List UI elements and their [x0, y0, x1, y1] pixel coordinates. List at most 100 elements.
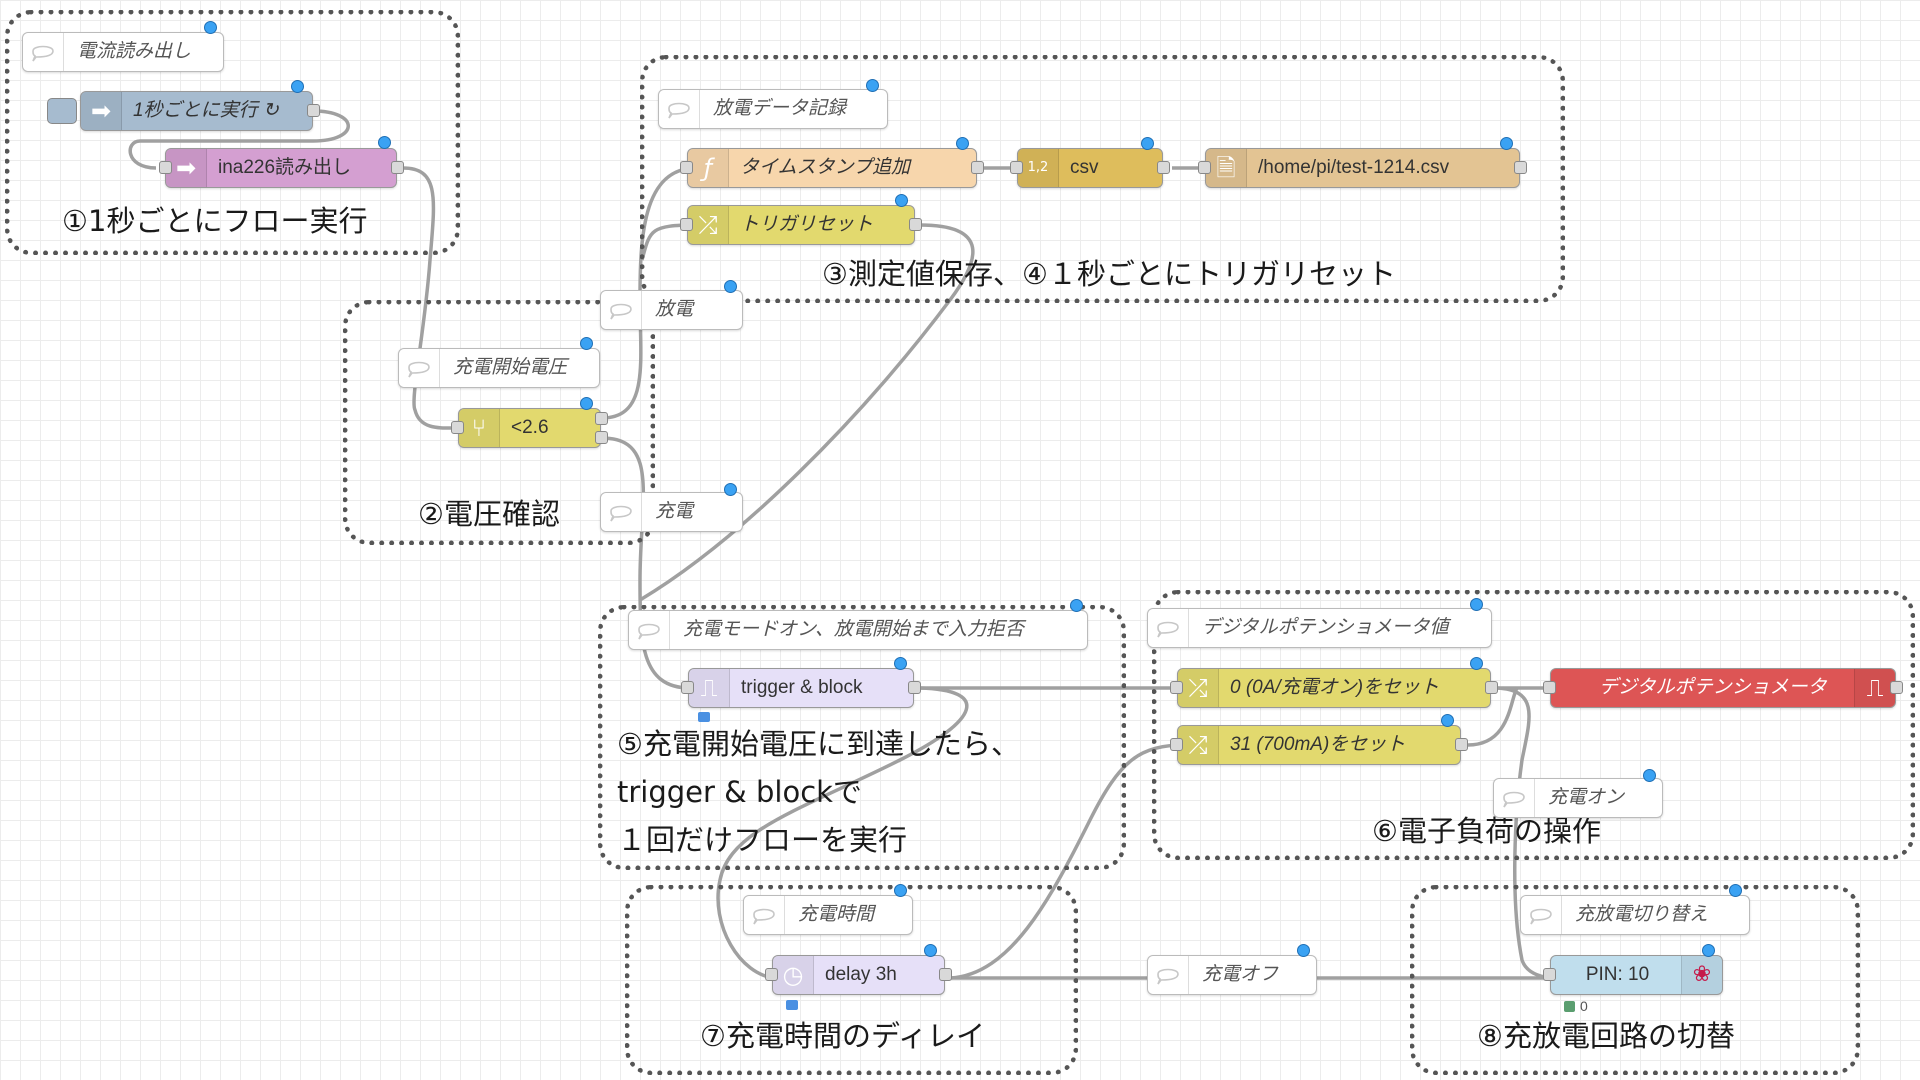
changed-dot — [866, 79, 879, 92]
input-port[interactable] — [159, 161, 172, 174]
changed-dot — [1441, 714, 1454, 727]
comment-node-switchover[interactable]: 充放電切り替え — [1520, 895, 1750, 935]
node-label: デジタルポテンショメータ値 — [1202, 617, 1449, 638]
csv-node[interactable]: 1,2 csv — [1017, 148, 1163, 188]
comment-node-charge-start-voltage[interactable]: 充電開始電圧 — [398, 348, 600, 388]
arrow-right-icon: ➡ — [166, 149, 207, 187]
comment-node-charge[interactable]: 充電 — [600, 492, 743, 532]
status-indicator — [786, 1000, 798, 1010]
node-label: 1秒ごとに実行 ↻ — [133, 100, 279, 121]
node-label: 0 (0A/充電オン)をセット — [1230, 677, 1440, 698]
group-circuit-switch — [1410, 885, 1860, 1075]
digital-potentiometer-node[interactable]: デジタルポテンショメータ ⎍ — [1550, 668, 1896, 708]
change-node-set-31[interactable]: ⤮ 31 (700mA)をセット — [1177, 725, 1461, 765]
input-port[interactable] — [681, 681, 694, 694]
function-node-timestamp[interactable]: ƒ タイムスタンプ追加 — [687, 148, 977, 188]
switch-node[interactable]: ⑂ <2.6 — [458, 408, 601, 448]
comment-node-charge-time[interactable]: 充電時間 — [743, 895, 913, 935]
input-port[interactable] — [1010, 161, 1023, 174]
output-port[interactable] — [971, 161, 984, 174]
output-port[interactable] — [391, 161, 404, 174]
output-port[interactable] — [1514, 161, 1527, 174]
comment-icon — [1521, 896, 1562, 934]
node-label: 電流読み出し — [77, 41, 192, 62]
output-port[interactable] — [1157, 161, 1170, 174]
shuffle-icon: ⤮ — [688, 206, 729, 244]
output-port[interactable] — [908, 681, 921, 694]
group-label-line-3: １回だけフローを実行 — [617, 823, 908, 857]
pulse-icon: ⎍ — [1854, 669, 1895, 707]
node-label: /home/pi/test-1214.csv — [1258, 157, 1450, 178]
input-port[interactable] — [451, 421, 464, 434]
input-port[interactable] — [1543, 968, 1556, 981]
changed-dot — [204, 21, 217, 34]
gpio-pin-node[interactable]: PIN: 10 ❀ — [1550, 955, 1723, 995]
inject-button[interactable] — [47, 98, 77, 124]
input-port[interactable] — [1543, 681, 1556, 694]
changed-dot — [724, 483, 737, 496]
group-label-line-2: trigger & blockで — [617, 775, 862, 809]
comment-node-charge-off[interactable]: 充電オフ — [1147, 955, 1317, 995]
input-port[interactable] — [1198, 161, 1211, 174]
delay-node[interactable]: ◷ delay 3h — [772, 955, 945, 995]
input-port[interactable] — [765, 968, 778, 981]
comment-node-dpot-value[interactable]: デジタルポテンショメータ値 — [1147, 608, 1492, 648]
comment-icon — [744, 896, 785, 934]
shuffle-icon: ⤮ — [1178, 669, 1219, 707]
group-voltage-check — [343, 300, 655, 545]
comment-node-charge-on[interactable]: 充電オン — [1493, 778, 1663, 818]
output-port-1[interactable] — [595, 412, 608, 425]
node-label: 充電開始電圧 — [453, 357, 568, 378]
output-port[interactable] — [909, 218, 922, 231]
shuffle-icon: ⤮ — [1178, 726, 1219, 764]
comment-node-current-read[interactable]: 電流読み出し — [22, 32, 224, 72]
node-label: トリガリセット — [740, 214, 874, 235]
node-label: 充電オン — [1548, 787, 1625, 808]
comment-node-discharge-log[interactable]: 放電データ記録 — [658, 89, 888, 129]
comment-icon — [23, 33, 64, 71]
change-node-trigger-reset[interactable]: ⤮ トリガリセット — [687, 205, 915, 245]
timer-icon: ◷ — [773, 956, 814, 994]
changed-dot — [378, 136, 391, 149]
trigger-block-node[interactable]: ⎍ trigger & block — [688, 668, 914, 708]
changed-dot — [724, 280, 737, 293]
group-label-electronic-load: ⑥電子負荷の操作 — [1372, 814, 1601, 848]
input-port[interactable] — [680, 218, 693, 231]
comment-icon — [1494, 779, 1535, 817]
group-charge-delay — [625, 885, 1078, 1075]
switch-icon: ⑂ — [459, 409, 500, 447]
output-port[interactable] — [1485, 681, 1498, 694]
node-label: delay 3h — [825, 964, 897, 985]
changed-dot — [1643, 769, 1656, 782]
node-label: デジタルポテンショメータ — [1599, 677, 1827, 698]
output-port[interactable] — [1455, 738, 1468, 751]
output-port[interactable] — [307, 104, 320, 117]
input-port[interactable] — [680, 161, 693, 174]
output-port-2[interactable] — [595, 431, 608, 444]
changed-dot — [956, 137, 969, 150]
wire-ina226-switch — [402, 166, 459, 430]
trigger-icon: ⎍ — [689, 669, 730, 707]
comment-icon — [1148, 609, 1189, 647]
group-label-flow-every-second: ①1秒ごとにフロー実行 — [62, 204, 368, 238]
file-output-node[interactable]: 🗎 /home/pi/test-1214.csv — [1205, 148, 1520, 188]
node-label: <2.6 — [511, 417, 549, 438]
wire-inject-ina226 — [128, 109, 350, 170]
status-indicator — [1564, 1001, 1575, 1012]
input-port[interactable] — [1170, 738, 1183, 751]
comment-icon — [399, 349, 440, 387]
status-indicator — [698, 712, 710, 722]
change-node-set-0[interactable]: ⤮ 0 (0A/充電オン)をセット — [1177, 668, 1491, 708]
comment-node-discharge[interactable]: 放電 — [600, 290, 743, 330]
inject-node[interactable]: ➡ 1秒ごとに実行 ↻ — [80, 91, 313, 131]
output-port[interactable] — [939, 968, 952, 981]
changed-dot — [291, 80, 304, 93]
node-label: PIN: 10 — [1585, 964, 1650, 985]
input-port[interactable] — [1170, 681, 1183, 694]
node-label: 充放電切り替え — [1575, 904, 1709, 925]
ina226-read-node[interactable]: ➡ ina226読み出し — [165, 148, 397, 188]
comment-node-charge-mode-on[interactable]: 充電モードオン、放電開始まで入力拒否 — [628, 610, 1088, 650]
output-port[interactable] — [1890, 681, 1903, 694]
